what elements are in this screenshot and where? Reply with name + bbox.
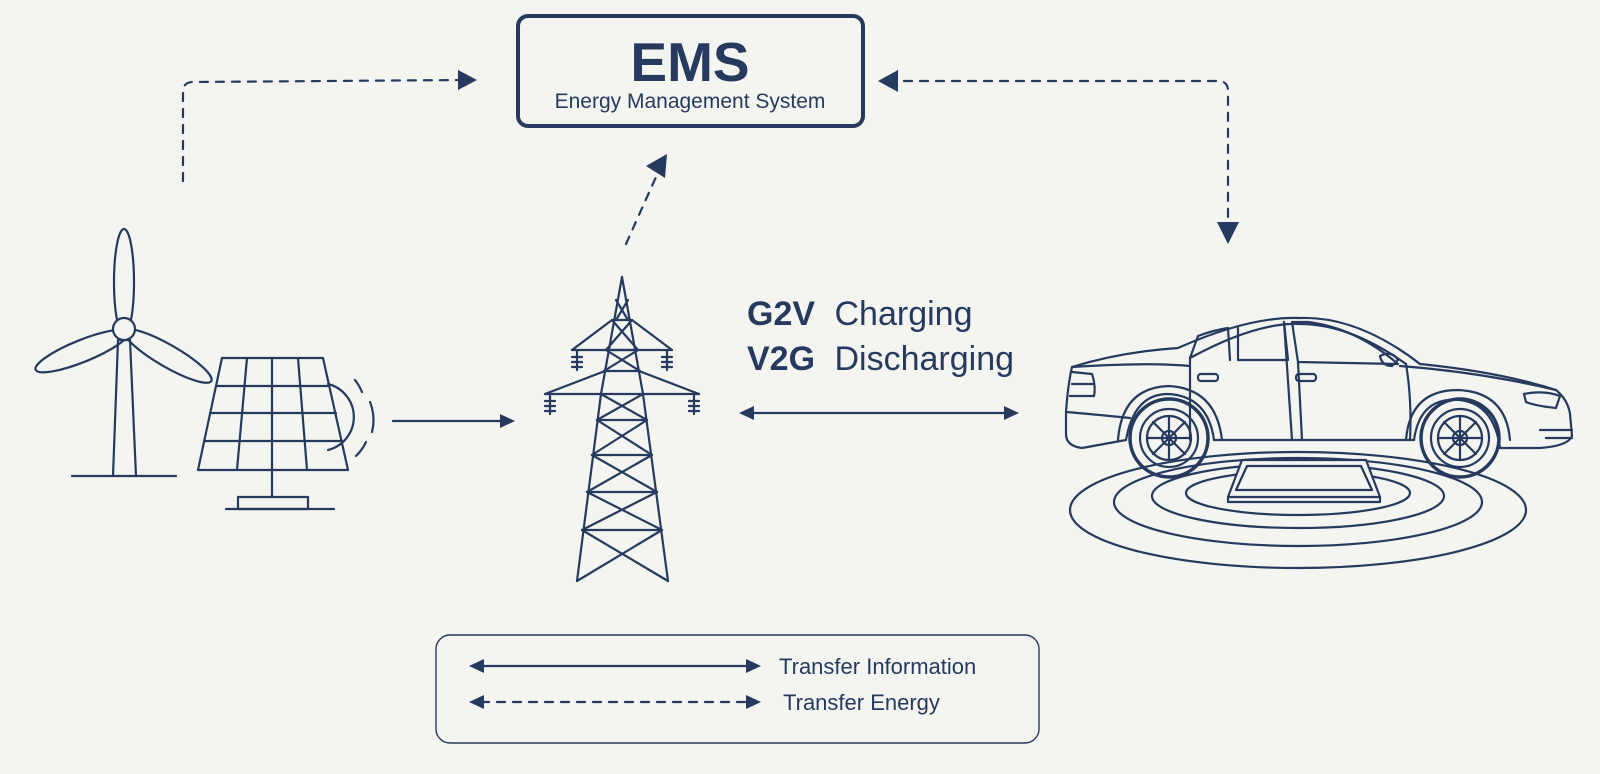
legend-dashed-arrow xyxy=(469,695,761,709)
wind-turbine-icon xyxy=(34,227,213,478)
legend-solid-arrow xyxy=(469,659,761,673)
transmission-tower-icon xyxy=(543,275,701,583)
solar-panel-icon xyxy=(196,356,375,511)
ems-subtitle: Energy Management System xyxy=(555,90,826,113)
legend-box xyxy=(435,634,1040,744)
v2g-label: V2G xyxy=(747,340,815,378)
electric-car-icon xyxy=(1064,316,1574,479)
arrowhead-right-icon xyxy=(458,70,477,90)
solar-to-tower-connector xyxy=(391,414,515,428)
arrowhead-left-icon xyxy=(878,70,898,92)
tower-to-ems-dashed-connector xyxy=(624,154,667,246)
right-dashed-connector xyxy=(878,70,1239,244)
v2g-line: V2G Discharging xyxy=(747,340,1014,378)
discharging-label: Discharging xyxy=(835,340,1015,378)
arrowhead-up-icon xyxy=(646,154,667,178)
grid-vehicle-connector xyxy=(739,406,1019,420)
charging-label: Charging xyxy=(835,295,973,333)
g2v-label: G2V xyxy=(747,295,815,333)
ems-box xyxy=(516,14,865,128)
ems-title: EMS xyxy=(630,31,749,93)
legend-dashed-label: Transfer Energy xyxy=(783,690,940,715)
legend-solid-label: Transfer Information xyxy=(779,654,976,679)
arrowhead-down-icon xyxy=(1217,222,1239,244)
left-dashed-connector xyxy=(181,70,477,183)
g2v-line: G2V Charging xyxy=(747,295,972,333)
wireless-charging-pad-icon xyxy=(1068,450,1528,570)
